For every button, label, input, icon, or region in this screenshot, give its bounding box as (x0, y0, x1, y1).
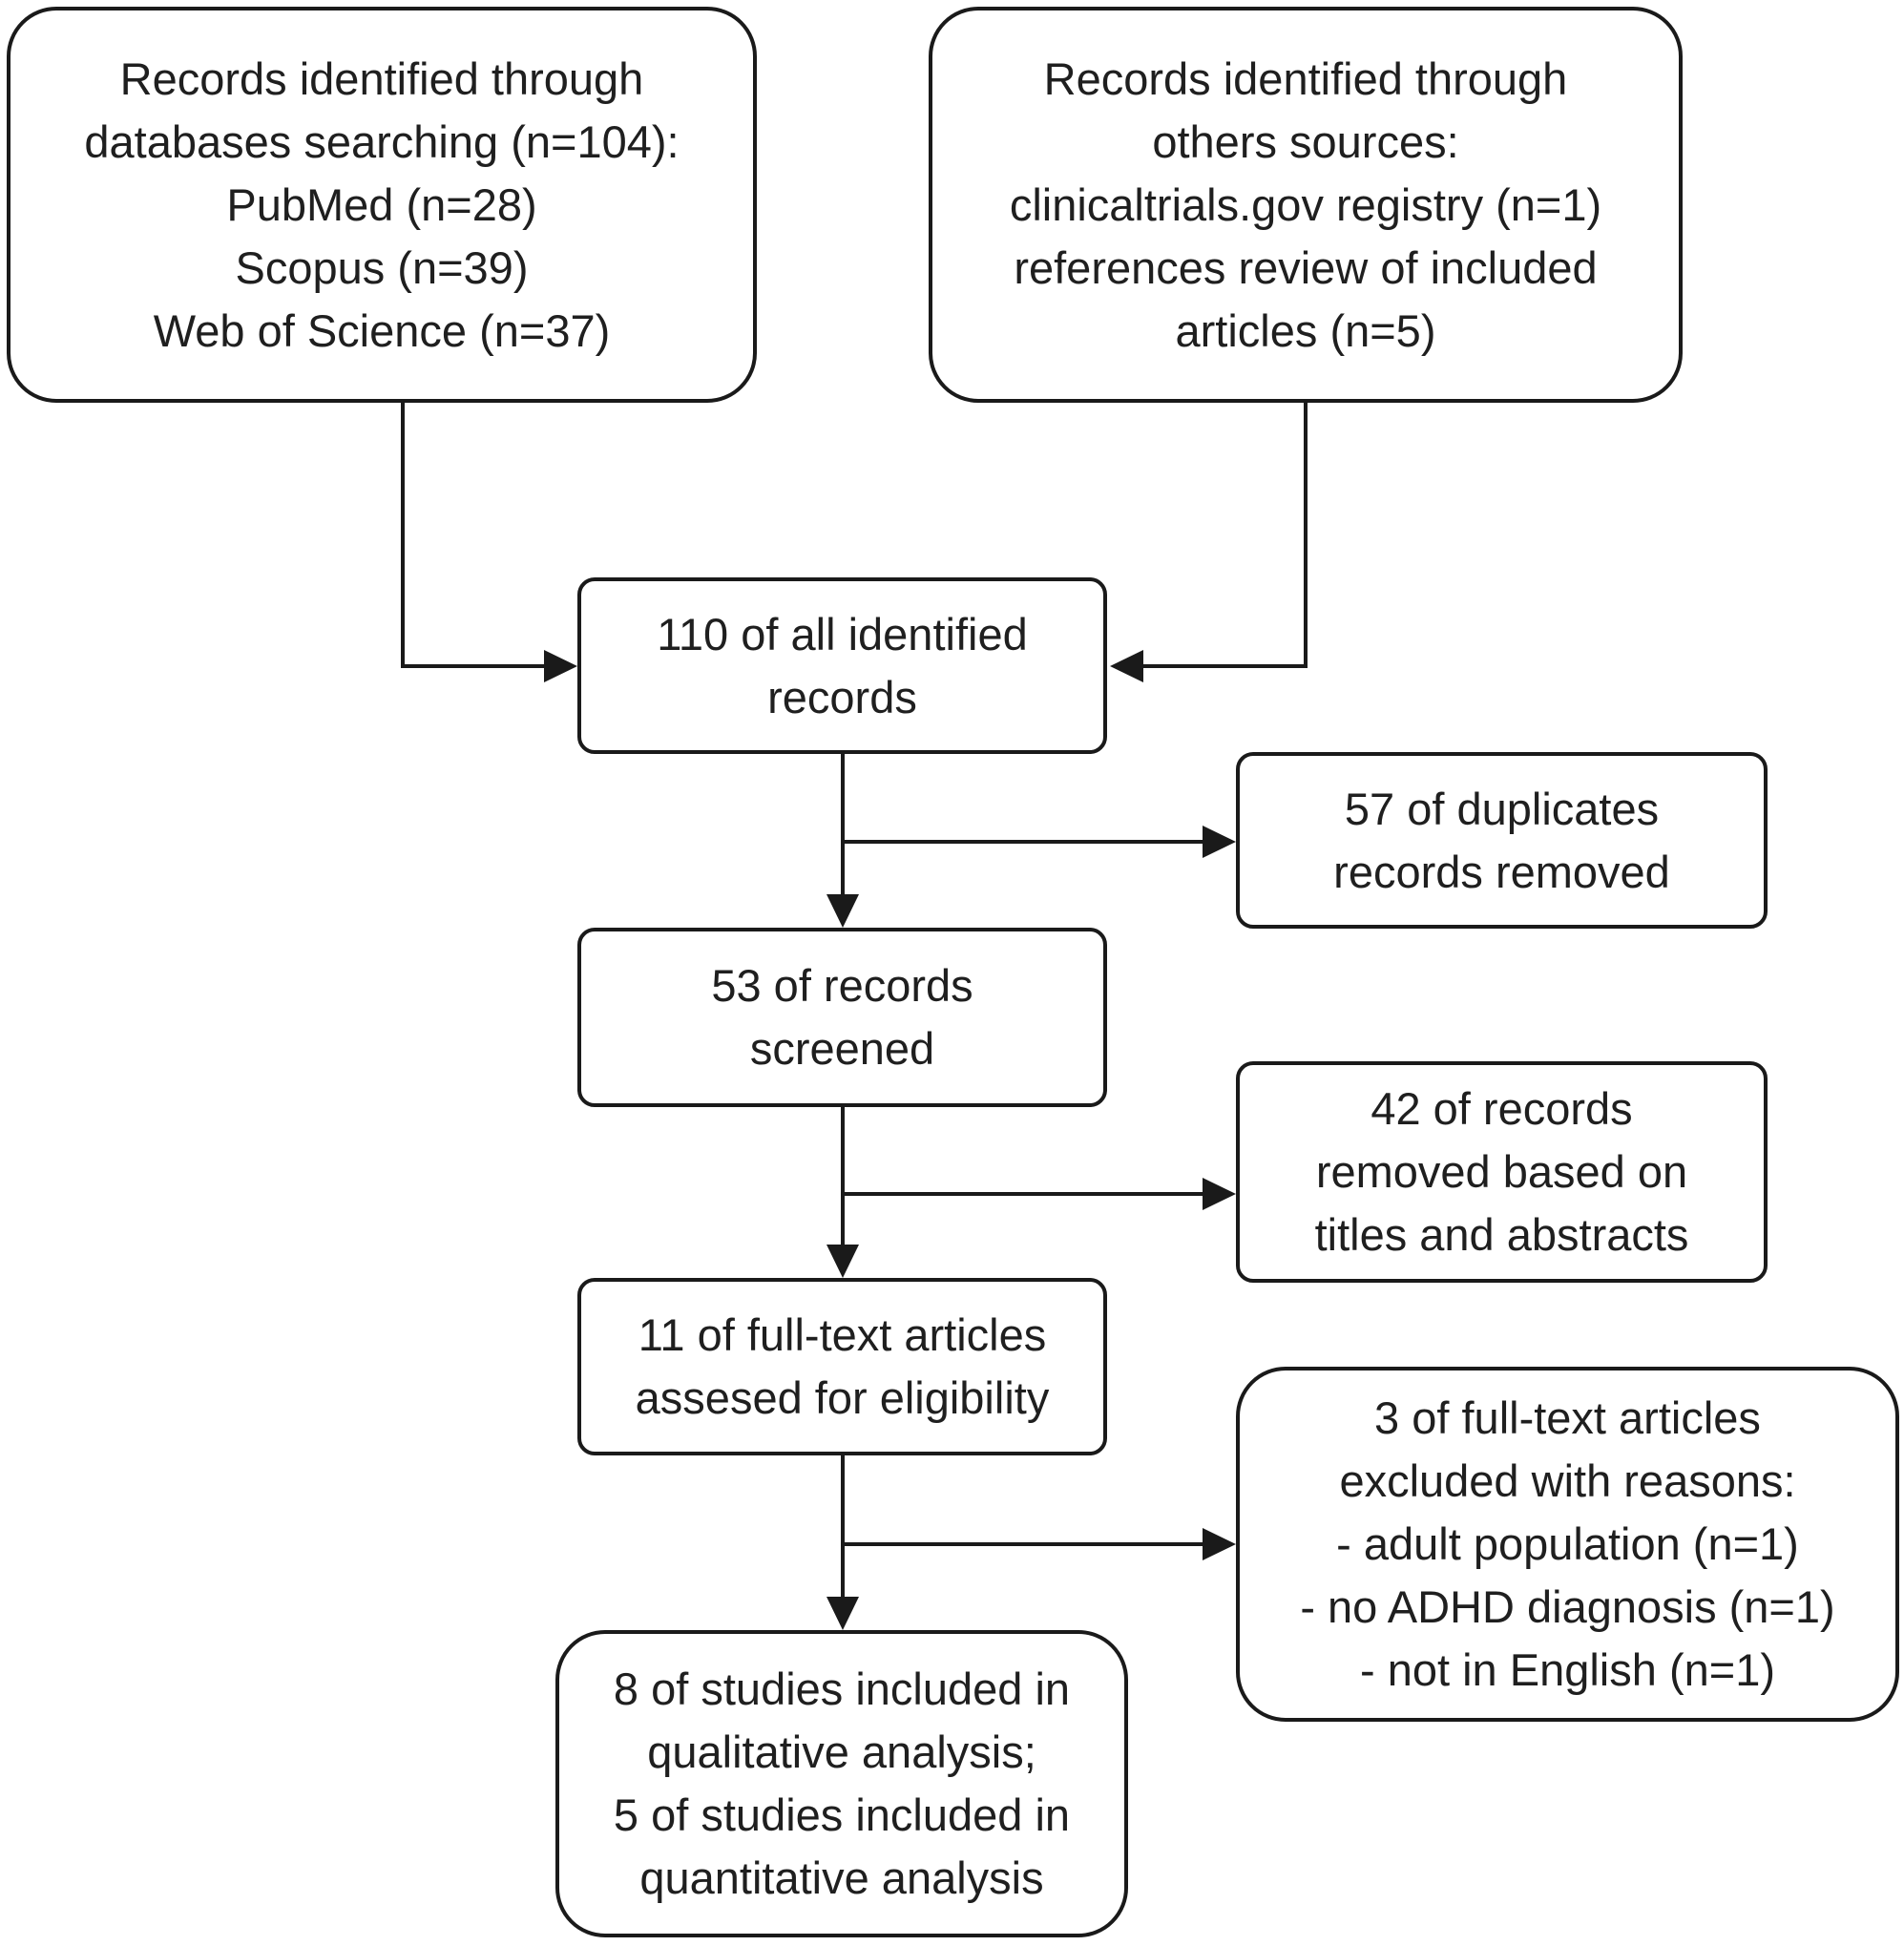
box-removed-titles-text: 42 of records removed based on titles an… (1315, 1078, 1689, 1266)
text-line: articles (n=5) (1175, 304, 1436, 356)
box-other-sources: Records identified through others source… (929, 7, 1683, 403)
text-line: titles and abstracts (1314, 1209, 1689, 1260)
box-identified-text: 110 of all identified records (657, 603, 1027, 729)
box-other-sources-text: Records identified through others source… (1010, 48, 1601, 363)
box-studies-included: 8 of studies included in qualitative ana… (555, 1630, 1128, 1937)
text-line: - not in English (n=1) (1360, 1644, 1775, 1695)
text-line: clinicaltrials.gov registry (n=1) (1009, 178, 1602, 230)
text-line: references review of included (1014, 241, 1598, 293)
arrowhead-excluded (1203, 1528, 1236, 1560)
text-line: 57 of duplicates (1344, 783, 1660, 834)
box-duplicates-removed: 57 of duplicates records removed (1236, 752, 1768, 929)
box-excluded-text: 3 of full-text articles excluded with re… (1300, 1387, 1834, 1702)
box-databases: Records identified through databases sea… (7, 7, 757, 403)
text-line: removed based on (1315, 1146, 1688, 1197)
arrowhead-other-sources (1110, 650, 1143, 682)
text-line: 5 of studies included in (613, 1789, 1071, 1840)
text-line: PubMed (n=28) (226, 178, 537, 230)
box-screened-text: 53 of records screened (711, 954, 973, 1080)
connector-other-to-identified (1136, 403, 1308, 668)
text-line: databases searching (n=104): (84, 115, 680, 167)
text-line: 42 of records (1370, 1083, 1633, 1134)
box-included-text: 8 of studies included in qualitative ana… (614, 1658, 1070, 1910)
box-identified-records: 110 of all identified records (577, 577, 1107, 754)
arrowhead-included (826, 1597, 859, 1630)
connector-databases-to-identified (401, 403, 558, 668)
box-duplicates-text: 57 of duplicates records removed (1333, 778, 1670, 904)
arrowhead-screened (826, 894, 859, 928)
box-records-screened: 53 of records screened (577, 928, 1107, 1107)
text-line: 53 of records (711, 960, 973, 1011)
text-line: screened (749, 1023, 935, 1074)
text-line: Scopus (n=39) (235, 241, 529, 293)
box-full-text-excluded: 3 of full-text articles excluded with re… (1236, 1367, 1899, 1722)
text-line: others sources: (1152, 115, 1459, 167)
text-line: assesed for eligibility (635, 1372, 1050, 1423)
arrowhead-full-text (826, 1245, 859, 1278)
text-line: - no ADHD diagnosis (n=1) (1300, 1581, 1835, 1632)
text-line: Web of Science (n=37) (153, 304, 611, 356)
text-line: Records identified through (1043, 52, 1568, 104)
text-line: quantitative analysis (639, 1852, 1044, 1903)
arrowhead-databases (544, 650, 577, 682)
box-databases-text: Records identified through databases sea… (84, 48, 679, 363)
text-line: excluded with reasons: (1339, 1455, 1796, 1506)
text-line: 8 of studies included in (613, 1664, 1071, 1714)
text-line: Records identified through (119, 52, 644, 104)
arrowhead-duplicates (1203, 826, 1236, 858)
text-line: - adult population (n=1) (1336, 1518, 1799, 1569)
text-line: 11 of full-text articles (638, 1309, 1047, 1360)
text-line: 3 of full-text articles (1374, 1392, 1761, 1443)
text-line: qualitative analysis; (647, 1726, 1036, 1777)
text-line: records removed (1333, 846, 1670, 897)
box-full-text-text: 11 of full-text articles assesed for eli… (636, 1304, 1050, 1430)
box-full-text-assessed: 11 of full-text articles assesed for eli… (577, 1278, 1107, 1455)
box-removed-titles-abstracts: 42 of records removed based on titles an… (1236, 1061, 1768, 1283)
text-line: 110 of all identified (657, 608, 1028, 659)
arrowhead-removed-titles (1203, 1178, 1236, 1210)
text-line: records (767, 671, 917, 722)
